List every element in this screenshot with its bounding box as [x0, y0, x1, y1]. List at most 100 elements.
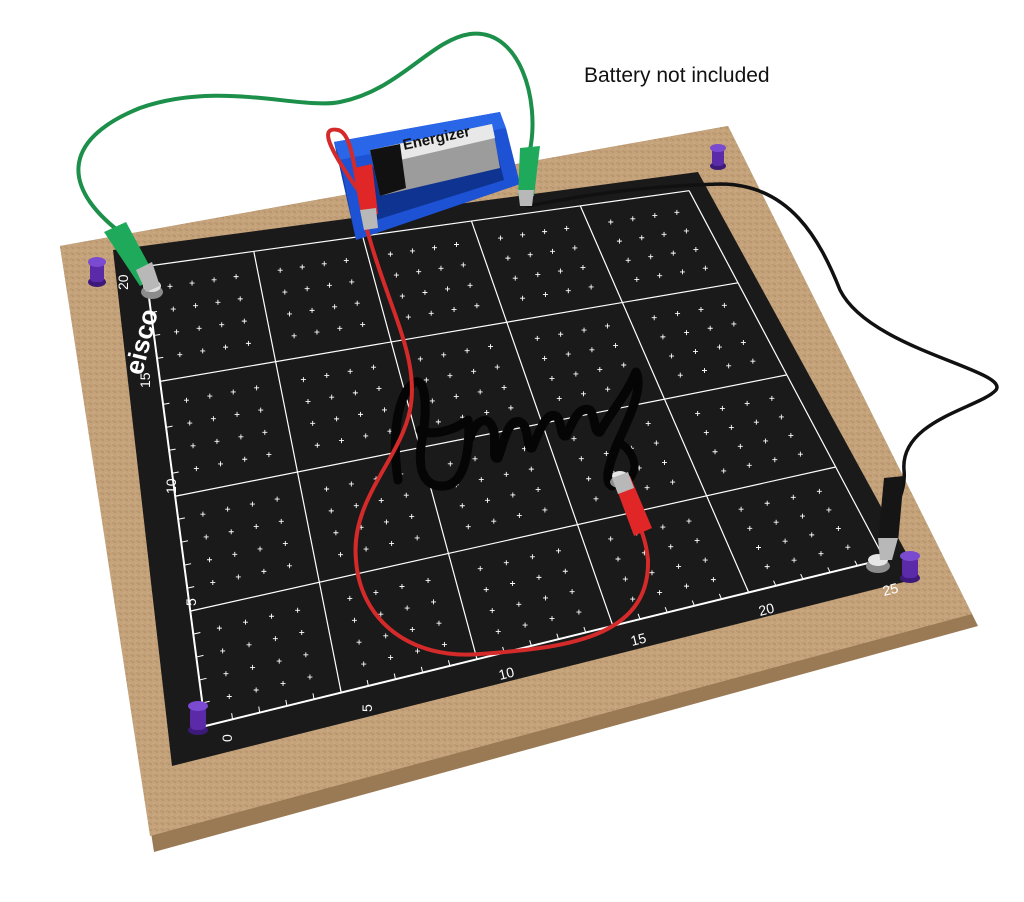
grid-crosshair	[324, 486, 330, 492]
grid-crosshair	[516, 601, 522, 607]
grid-crosshair	[371, 364, 377, 370]
grid-crosshair	[675, 311, 681, 317]
grid-crosshair	[422, 289, 428, 295]
grid-crosshair	[753, 419, 759, 425]
grid-crosshair	[300, 377, 306, 383]
grid-crosshair	[339, 438, 345, 444]
grid-crosshair	[304, 286, 310, 292]
grid-crosshair	[536, 574, 542, 580]
grid-crosshair	[349, 279, 355, 285]
grid-crosshair	[307, 674, 313, 680]
grid-crosshair	[549, 375, 555, 381]
grid-crosshair	[639, 235, 645, 241]
grid-crosshair	[272, 636, 278, 642]
grid-crosshair	[510, 581, 516, 587]
grid-crosshair	[693, 247, 699, 253]
axis-tick-y	[165, 425, 173, 428]
grid-crosshair	[360, 322, 366, 328]
green-alligator-clip-right	[518, 146, 540, 206]
grid-crosshair	[190, 443, 196, 449]
axis-tick-y	[187, 586, 195, 589]
grid-crosshair	[187, 420, 193, 426]
grid-crosshair	[409, 627, 415, 633]
grid-crosshair	[542, 355, 548, 361]
grid-crosshair	[542, 229, 548, 235]
grid-crosshair	[206, 557, 212, 563]
grid-line-horizontal	[175, 374, 787, 497]
grid-crosshair	[816, 488, 822, 494]
grid-crosshair	[363, 433, 369, 439]
grid-crosshair	[431, 599, 437, 605]
grid-crosshair	[329, 394, 335, 400]
grid-crosshair	[516, 513, 522, 519]
axis-tick-x	[312, 693, 315, 700]
grid-crosshair	[423, 377, 429, 383]
grid-crosshair	[321, 261, 327, 267]
grid-crosshair	[225, 506, 231, 512]
grid-crosshair	[791, 557, 797, 563]
axis-tick-y	[175, 494, 182, 497]
axis-tick-x	[664, 607, 668, 613]
grid-crosshair	[634, 276, 640, 282]
push-pin-bottom-left	[188, 701, 208, 735]
grid-line-horizontal	[144, 190, 690, 268]
grid-crosshair	[215, 299, 221, 305]
grid-crosshair	[670, 479, 676, 485]
grid-crosshair	[409, 514, 415, 520]
grid-crosshair	[737, 443, 743, 449]
grid-crosshair	[253, 687, 259, 693]
grid-crosshair	[354, 300, 360, 306]
grid-crosshair	[216, 625, 222, 631]
grid-crosshair	[555, 548, 561, 554]
axis-tick-x	[745, 587, 750, 593]
axis-tick-y	[172, 471, 179, 474]
grid-crosshair	[232, 551, 238, 557]
grid-crosshair	[223, 671, 229, 677]
grid-crosshair	[193, 303, 199, 309]
axis-tick-y	[150, 311, 158, 313]
grid-crosshair	[286, 563, 292, 569]
grid-crosshair	[597, 366, 603, 372]
grid-crosshair	[431, 245, 437, 251]
grid-crosshair	[571, 436, 577, 442]
grid-crosshair	[653, 440, 659, 446]
grid-crosshair	[485, 497, 491, 503]
grid-crosshair	[467, 282, 473, 288]
grid-crosshair	[436, 620, 442, 626]
axis-tick-x	[393, 673, 397, 680]
grid-crosshair	[542, 291, 548, 297]
axis-tick-x	[447, 660, 451, 667]
y-label-20: 20	[115, 274, 131, 290]
axis-tick-x	[718, 593, 722, 600]
x-label-25: 25	[881, 580, 900, 599]
grid-crosshair	[278, 518, 284, 524]
axis-tick-y	[196, 654, 204, 658]
grid-crosshair	[680, 269, 686, 275]
grid-crosshair	[605, 386, 611, 392]
grid-crosshair	[593, 496, 599, 502]
grid-crosshair	[451, 307, 457, 313]
grid-crosshair	[508, 405, 514, 411]
grid-crosshair	[249, 501, 255, 507]
grid-crosshair	[274, 496, 280, 502]
grid-crosshair	[726, 363, 732, 369]
grid-crosshair	[310, 420, 316, 426]
grid-crosshair	[782, 538, 788, 544]
grid-crosshair	[477, 566, 483, 572]
grid-crosshair	[438, 265, 444, 271]
grid-crosshair	[174, 329, 180, 335]
grid-crosshair	[465, 524, 471, 530]
grid-crosshair	[826, 507, 832, 513]
grid-crosshair	[755, 544, 761, 550]
grid-crosshair	[219, 322, 225, 328]
grid-crosshair	[363, 546, 369, 552]
grid-crosshair	[740, 340, 746, 346]
grid-crosshair	[683, 583, 689, 589]
grid-crosshair	[276, 658, 282, 664]
grid-crosshair	[328, 508, 334, 514]
grid-crosshair	[716, 344, 722, 350]
grid-crosshair	[738, 506, 744, 512]
grid-crosshair	[542, 507, 548, 513]
grid-crosshair	[764, 500, 770, 506]
